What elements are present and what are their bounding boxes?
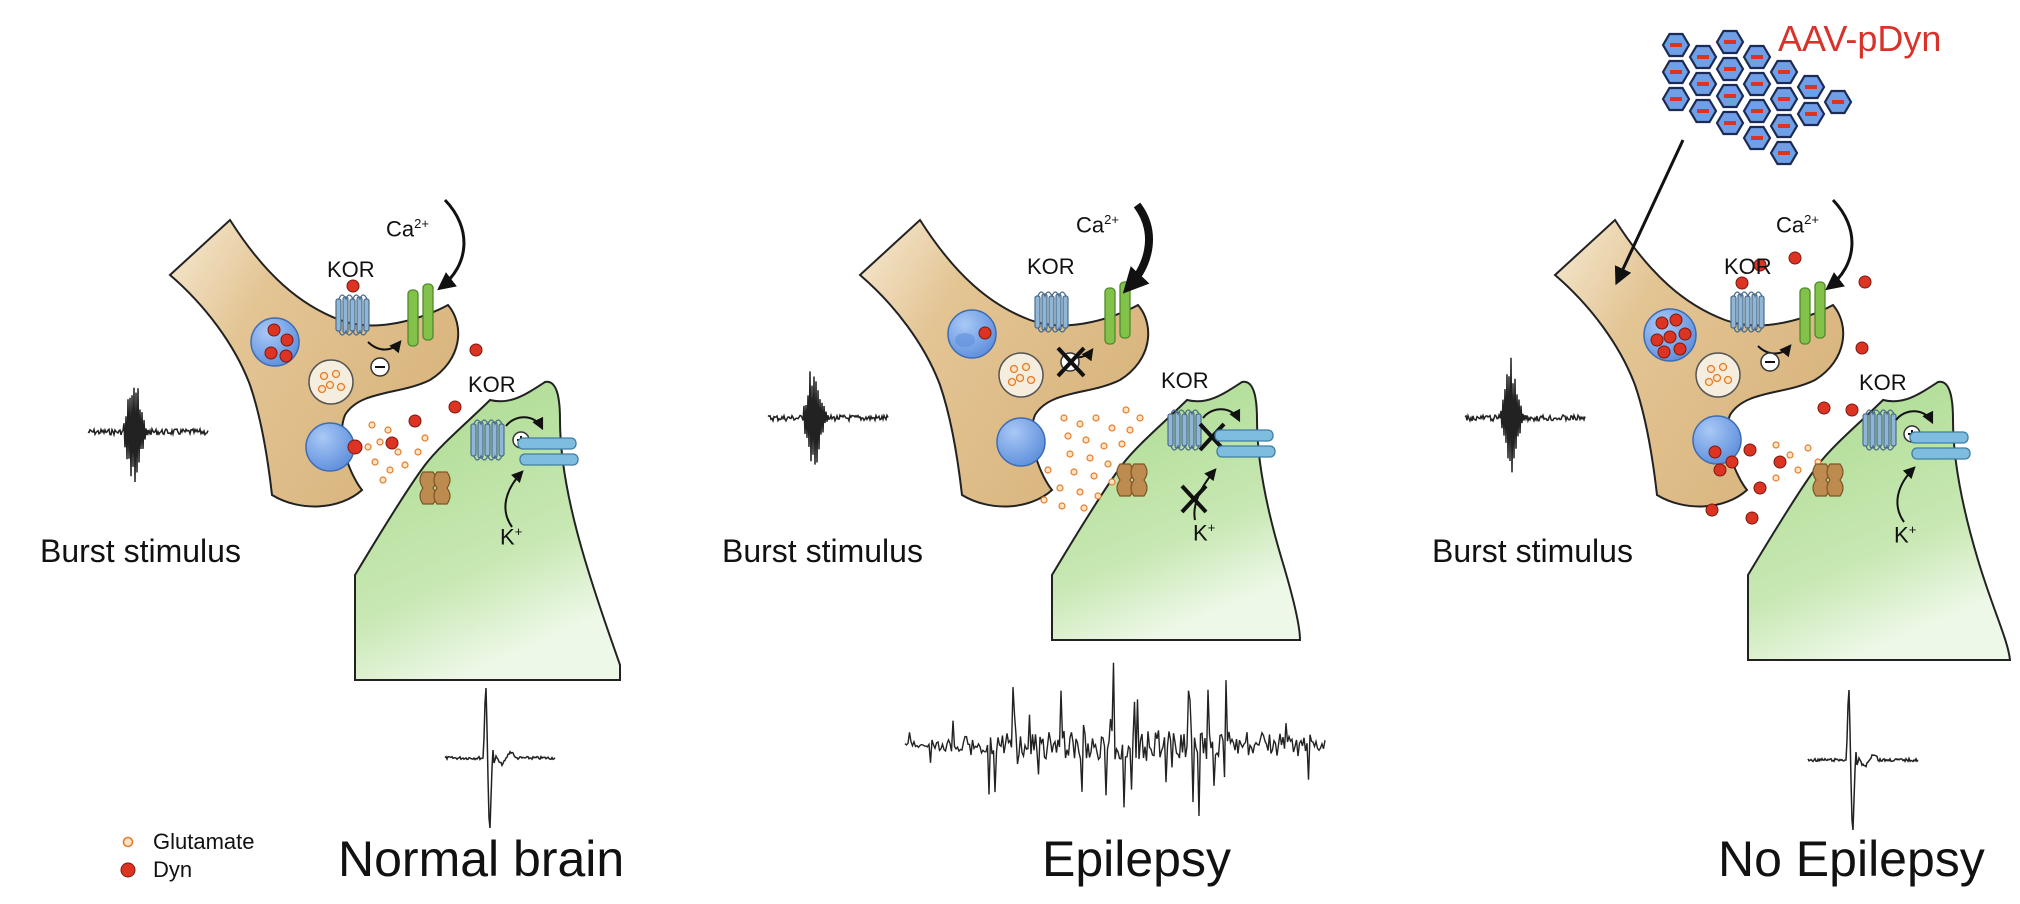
dyn-molecule (1650, 333, 1664, 347)
legend-dyn-label: Dyn (153, 857, 193, 882)
glutamate-molecule (317, 384, 327, 394)
glutamate-molecule (336, 382, 346, 392)
dyn-molecule (280, 333, 294, 347)
panel-normal (87, 198, 621, 829)
panel-caption: No Epilepsy (1718, 831, 1985, 887)
block-mark (1056, 346, 1086, 378)
burst-stimulus-trace (1464, 357, 1586, 473)
dyn-molecule (346, 279, 360, 293)
panel-no-epilepsy (1464, 29, 2012, 831)
vector-delivery-arrow (1614, 139, 1685, 286)
presynaptic-kor-receptor (1730, 291, 1765, 333)
glutamate-molecule (1712, 373, 1722, 383)
dyn-molecule (1657, 345, 1671, 359)
panel-caption: Normal brain (338, 831, 625, 887)
potassium-ion-label: K+ (1193, 520, 1216, 546)
dyn-molecule (448, 400, 462, 414)
glutamate-molecule (1704, 377, 1714, 387)
calcium-influx-arrow (437, 198, 466, 291)
calcium-ion-label: Ca2+ (1076, 212, 1119, 238)
postsynaptic-kor-label: KOR (468, 372, 516, 397)
dyn-molecule (267, 323, 281, 337)
dyn-molecule (1655, 316, 1669, 330)
dyn-molecule (1663, 330, 1677, 344)
normal-response-trace (444, 687, 556, 829)
dyn-legend-marker (120, 862, 136, 878)
presynaptic-kor-label: KOR (1027, 254, 1075, 279)
dyn-molecule (1708, 445, 1722, 459)
glutamate-molecule (1706, 364, 1716, 374)
panel-caption: Epilepsy (1042, 831, 1231, 887)
potassium-ion-label: K+ (1894, 522, 1917, 548)
potassium-efflux-arrow (1896, 466, 1916, 523)
dyn-molecule (279, 349, 293, 363)
strong-calcium-influx-arrow (1122, 202, 1153, 294)
glutamate-molecule (1015, 373, 1025, 383)
potassium-efflux-arrow (504, 470, 524, 528)
dyn-molecule (385, 436, 399, 450)
glutamate-molecule (1009, 364, 1019, 374)
presynaptic-kor-receptor (1034, 291, 1069, 333)
vesicle-highlight (955, 333, 975, 347)
glutamate-molecule (1026, 375, 1036, 385)
dyn-molecule (1673, 342, 1687, 356)
glutamate-molecule (1723, 375, 1733, 385)
released-glutamate (1772, 441, 1822, 482)
block-mark (1198, 422, 1226, 452)
dyn-molecule (978, 326, 992, 340)
presynaptic-kor-label: KOR (327, 257, 375, 282)
extracellular-dyn (1705, 251, 1872, 525)
calcium-ion-label: Ca2+ (386, 216, 429, 242)
dyn-molecule (264, 346, 278, 360)
glutamate-molecule (1718, 362, 1728, 372)
dyn-molecule (1678, 327, 1692, 341)
releasing-vesicle (1692, 415, 1742, 465)
calcium-ion-label: Ca2+ (1776, 212, 1819, 238)
dyn-molecule (469, 343, 483, 357)
releasing-vesicle (305, 422, 355, 472)
dyn-molecule (1735, 276, 1749, 290)
potassium-ion-label: K+ (500, 524, 523, 550)
calcium-influx-arrow (1825, 198, 1854, 291)
presynaptic-kor-label: KOR (1724, 254, 1772, 279)
dyn-molecule (347, 439, 363, 455)
seizure-trace (904, 662, 1326, 817)
glutamate-molecule (319, 371, 329, 381)
postsynaptic-kor-receptor (1167, 409, 1202, 451)
block-mark (1180, 484, 1208, 514)
burst-stimulus-label: Burst stimulus (40, 533, 241, 569)
legend-glutamate-label: Glutamate (153, 829, 255, 854)
activation-arrow (505, 416, 544, 431)
inhibition-arrow (367, 340, 402, 354)
dyn-molecule (408, 414, 422, 428)
postsynaptic-kor-receptor (470, 419, 505, 461)
legend (120, 836, 136, 878)
releasing-vesicle (996, 417, 1046, 467)
burst-stimulus-label: Burst stimulus (1432, 533, 1633, 569)
burst-stimulus-label: Burst stimulus (722, 533, 923, 569)
released-glutamate (1040, 406, 1144, 512)
glutamate-molecule (1021, 362, 1031, 372)
glutamate-molecule (331, 369, 341, 379)
panel-epilepsy (767, 202, 1326, 817)
released-glutamate (364, 421, 429, 484)
aav-pdyn-label: AAV-pDyn (1778, 18, 1942, 59)
dyn-molecule (1669, 313, 1683, 327)
postsynaptic-kor-label: KOR (1161, 368, 1209, 393)
burst-stimulus-trace (87, 387, 209, 483)
postsynaptic-kor-label: KOR (1859, 370, 1907, 395)
postsynaptic-kor-receptor (1862, 409, 1897, 451)
activation-arrow (1895, 410, 1934, 425)
blocked-activation-arrow (1202, 408, 1241, 423)
normal-response-trace (1807, 689, 1919, 831)
glutamate-legend-marker (122, 836, 134, 848)
presynaptic-kor-receptor (335, 294, 370, 336)
glutamate-molecule (1007, 377, 1017, 387)
burst-stimulus-trace (767, 371, 889, 465)
glutamate-molecule (325, 380, 335, 390)
dyn-molecule (1753, 258, 1767, 272)
